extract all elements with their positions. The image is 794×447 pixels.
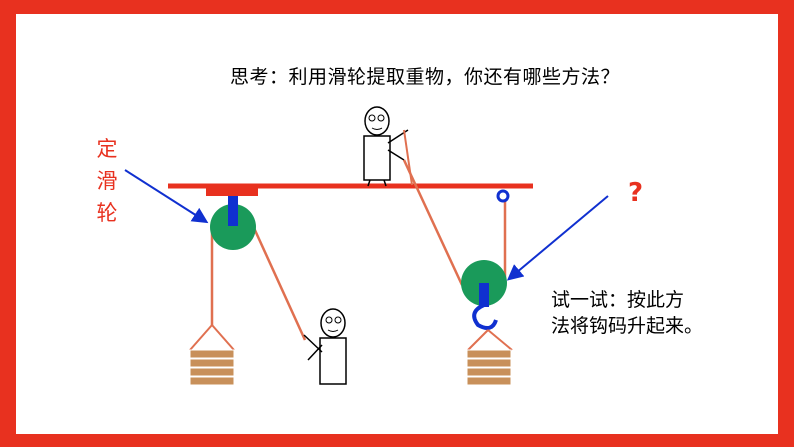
left-rope-to-person [252, 227, 307, 341]
mystery-label: ? [628, 178, 644, 208]
right-hook-rope-a [467, 329, 489, 351]
person-on-beam [363, 106, 409, 187]
tip-line-2: 法将钩码升起来。 [551, 315, 704, 337]
question-text: 思考：利用滑轮提取重物，你还有哪些方法？ [230, 66, 621, 88]
fixed-pulley-label: 定滑轮 [96, 137, 118, 225]
right-rope-to-hook [403, 129, 413, 186]
right-rope-from-person [402, 159, 464, 286]
fixed-pulley-axle [228, 196, 238, 226]
person-pulling [303, 308, 347, 385]
tip-text: 试一试：按此方 法将钩码升起来。 [551, 287, 751, 339]
left-hook-rope-a [189, 324, 213, 351]
left-weight-stack [189, 349, 235, 386]
slide-panel [16, 14, 778, 434]
left-hook-rope-b [211, 324, 235, 351]
movable-pulley-hook [472, 303, 498, 331]
movable-pulley-axle [479, 283, 489, 307]
mystery-arrow [506, 195, 609, 281]
fixed-pulley [210, 204, 256, 250]
right-hook-rope-b [487, 329, 513, 351]
right-weight-stack [466, 349, 512, 386]
beam-ring [496, 189, 510, 203]
fixed-pulley-arrow [124, 169, 209, 224]
tip-line-1: 试一试：按此方 [551, 289, 685, 311]
fixed-pulley-mount [206, 188, 258, 196]
